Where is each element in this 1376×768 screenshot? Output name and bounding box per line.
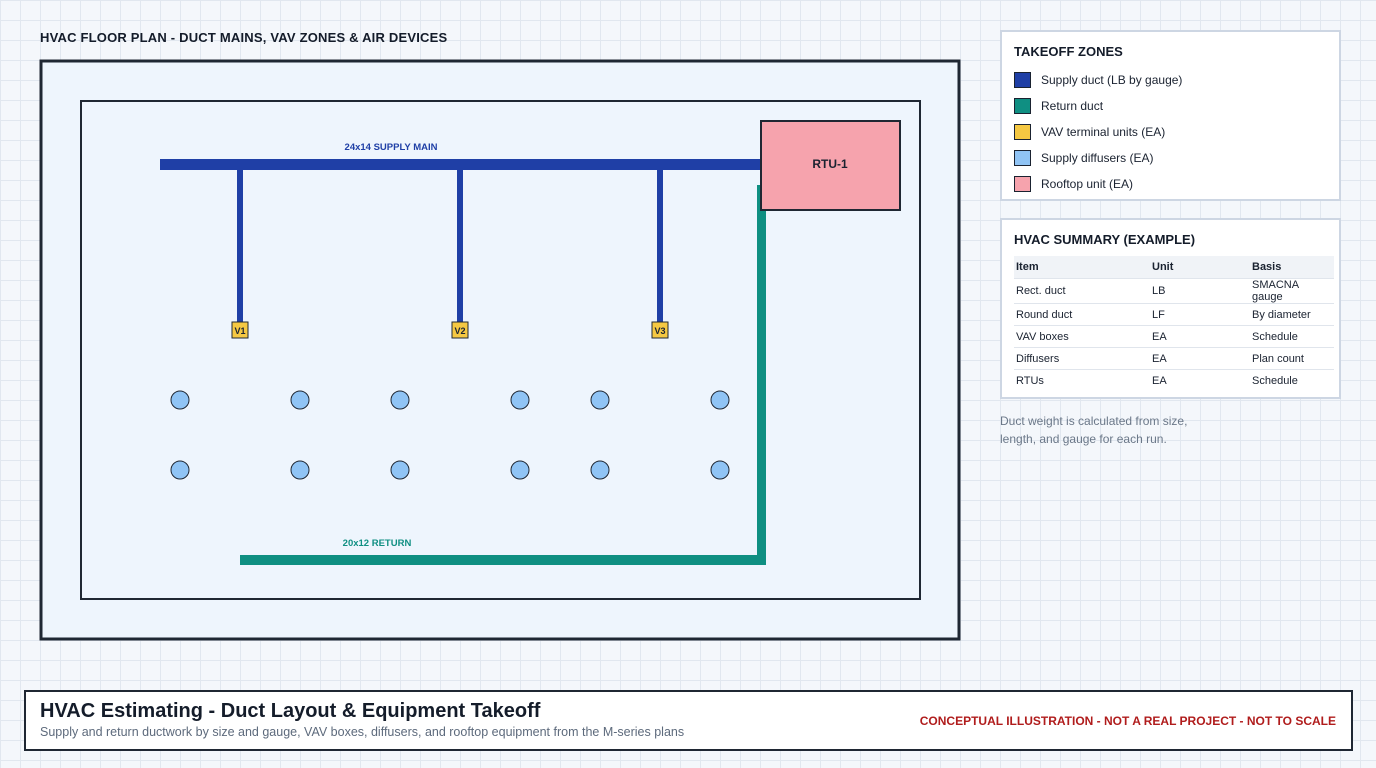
legend-label: VAV terminal units (EA) [1041,125,1166,139]
summary-table: Item Unit Basis Rect. duct LB SMACNA gau… [1014,256,1334,391]
supply-branch-2[interactable] [457,170,463,322]
legend-label: Rooftop unit (EA) [1041,177,1134,191]
legend-title: TAKEOFF ZONES [1014,44,1123,59]
legend-item-supply: Supply duct (LB by gauge) [1014,67,1327,93]
table-row: Diffusers EA Plan count [1014,347,1334,370]
return-main-duct[interactable] [240,555,762,565]
diffuser[interactable] [390,390,410,410]
diffuser[interactable] [510,390,530,410]
cell-item: RTUs [1014,369,1150,391]
cell-basis: By diameter [1250,303,1334,326]
vav-box-v1[interactable]: V1 [231,321,249,339]
vav-label: V3 [654,326,665,336]
summary-panel: HVAC SUMMARY (EXAMPLE) Item Unit Basis R… [1000,218,1341,399]
cell-item: VAV boxes [1014,325,1150,348]
cell-item: Round duct [1014,303,1150,326]
supply-main-duct[interactable] [160,159,762,170]
vav-box-v3[interactable]: V3 [651,321,669,339]
diffuser[interactable] [710,460,730,480]
diffuser[interactable] [390,460,410,480]
rtu-swatch-icon [1014,176,1031,192]
cell-unit: EA [1150,325,1250,348]
column-header-unit: Unit [1150,256,1250,279]
cell-basis: Schedule [1250,325,1334,348]
table-row: Round duct LF By diameter [1014,303,1334,326]
cell-unit: EA [1150,369,1250,391]
return-label: 20x12 RETURN [343,538,412,549]
rtu-label: RTU-1 [812,157,848,171]
diffuser[interactable] [170,460,190,480]
duct-weight-note: Duct weight is calculated from size, len… [1000,414,1188,446]
legend-panel: TAKEOFF ZONES Supply duct (LB by gauge) … [1000,30,1341,201]
legend-item-diffuser: Supply diffusers (EA) [1014,145,1327,171]
column-header-item: Item [1014,256,1150,279]
return-swatch-icon [1014,98,1031,114]
legend-label: Supply duct (LB by gauge) [1041,73,1183,87]
cell-unit: LB [1150,278,1250,304]
supply-main-label: 24x14 SUPPLY MAIN [345,142,438,153]
diffuser-swatch-icon [1014,150,1031,166]
rooftop-unit[interactable] [760,120,901,211]
footer-disclaimer: CONCEPTUAL ILLUSTRATION - NOT A REAL PRO… [919,714,1336,728]
column-header-basis: Basis [1250,256,1334,279]
cell-item: Rect. duct [1014,278,1150,304]
cell-basis: Schedule [1250,369,1334,391]
diffuser[interactable] [510,460,530,480]
diffuser[interactable] [590,460,610,480]
diffuser[interactable] [710,390,730,410]
legend-item-return: Return duct [1014,93,1327,119]
table-row: RTUs EA Schedule [1014,369,1334,391]
diffuser[interactable] [290,390,310,410]
legend-label: Return duct [1041,99,1104,113]
zone-outline [80,100,921,600]
diffuser[interactable] [290,460,310,480]
diffuser[interactable] [170,390,190,410]
footer-subtitle: Supply and return ductwork by size and g… [40,725,685,739]
cell-basis: Plan count [1250,347,1334,370]
diffuser[interactable] [590,390,610,410]
cell-item: Diffusers [1014,347,1150,370]
supply-swatch-icon [1014,72,1031,88]
table-header-row: Item Unit Basis [1014,256,1334,279]
plan-title: HVAC FLOOR PLAN - DUCT MAINS, VAV ZONES … [40,30,448,45]
table-row: VAV boxes EA Schedule [1014,325,1334,348]
summary-title: HVAC SUMMARY (EXAMPLE) [1014,232,1196,247]
footer-banner: HVAC Estimating - Duct Layout & Equipmen… [24,690,1353,751]
table-row: Rect. duct LB SMACNA gauge [1014,278,1334,304]
footer-title: HVAC Estimating - Duct Layout & Equipmen… [40,700,541,722]
return-riser-duct[interactable] [757,185,766,565]
legend-label: Supply diffusers (EA) [1041,151,1154,165]
vav-box-v2[interactable]: V2 [451,321,469,339]
supply-branch-3[interactable] [657,170,663,322]
cell-unit: LF [1150,303,1250,326]
vav-label: V2 [454,326,465,336]
diffuser-group [170,390,730,480]
vav-label: V1 [234,326,245,336]
cell-unit: EA [1150,347,1250,370]
supply-branch-1[interactable] [237,170,243,322]
legend-item-rtu: Rooftop unit (EA) [1014,171,1327,197]
legend-item-vav: VAV terminal units (EA) [1014,119,1327,145]
vav-swatch-icon [1014,124,1031,140]
cell-basis: SMACNA gauge [1250,278,1334,304]
